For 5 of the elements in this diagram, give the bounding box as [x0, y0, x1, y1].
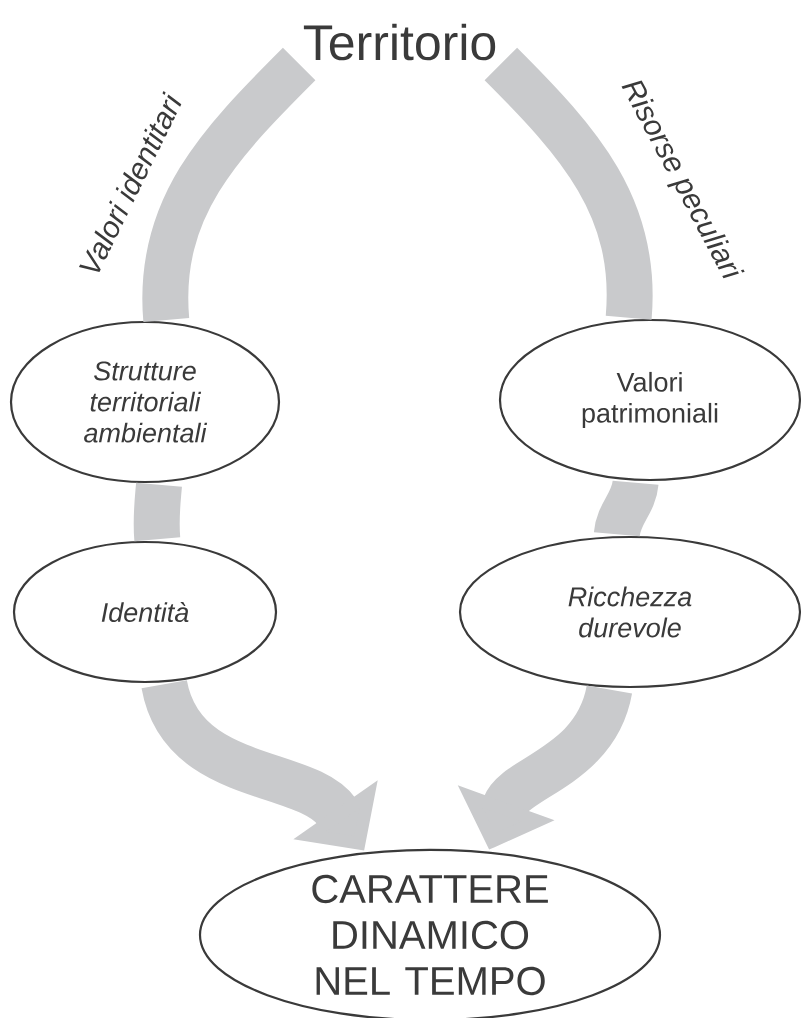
- ellipse-node: Valori patrimoniali: [498, 318, 802, 482]
- title-text: Territorio: [303, 23, 496, 61]
- ellipse-node: Identità: [12, 540, 278, 684]
- ellipse-node: Strutture territoriali ambientali: [9, 320, 281, 484]
- ellipse-node: Ricchezza durevole: [458, 535, 802, 689]
